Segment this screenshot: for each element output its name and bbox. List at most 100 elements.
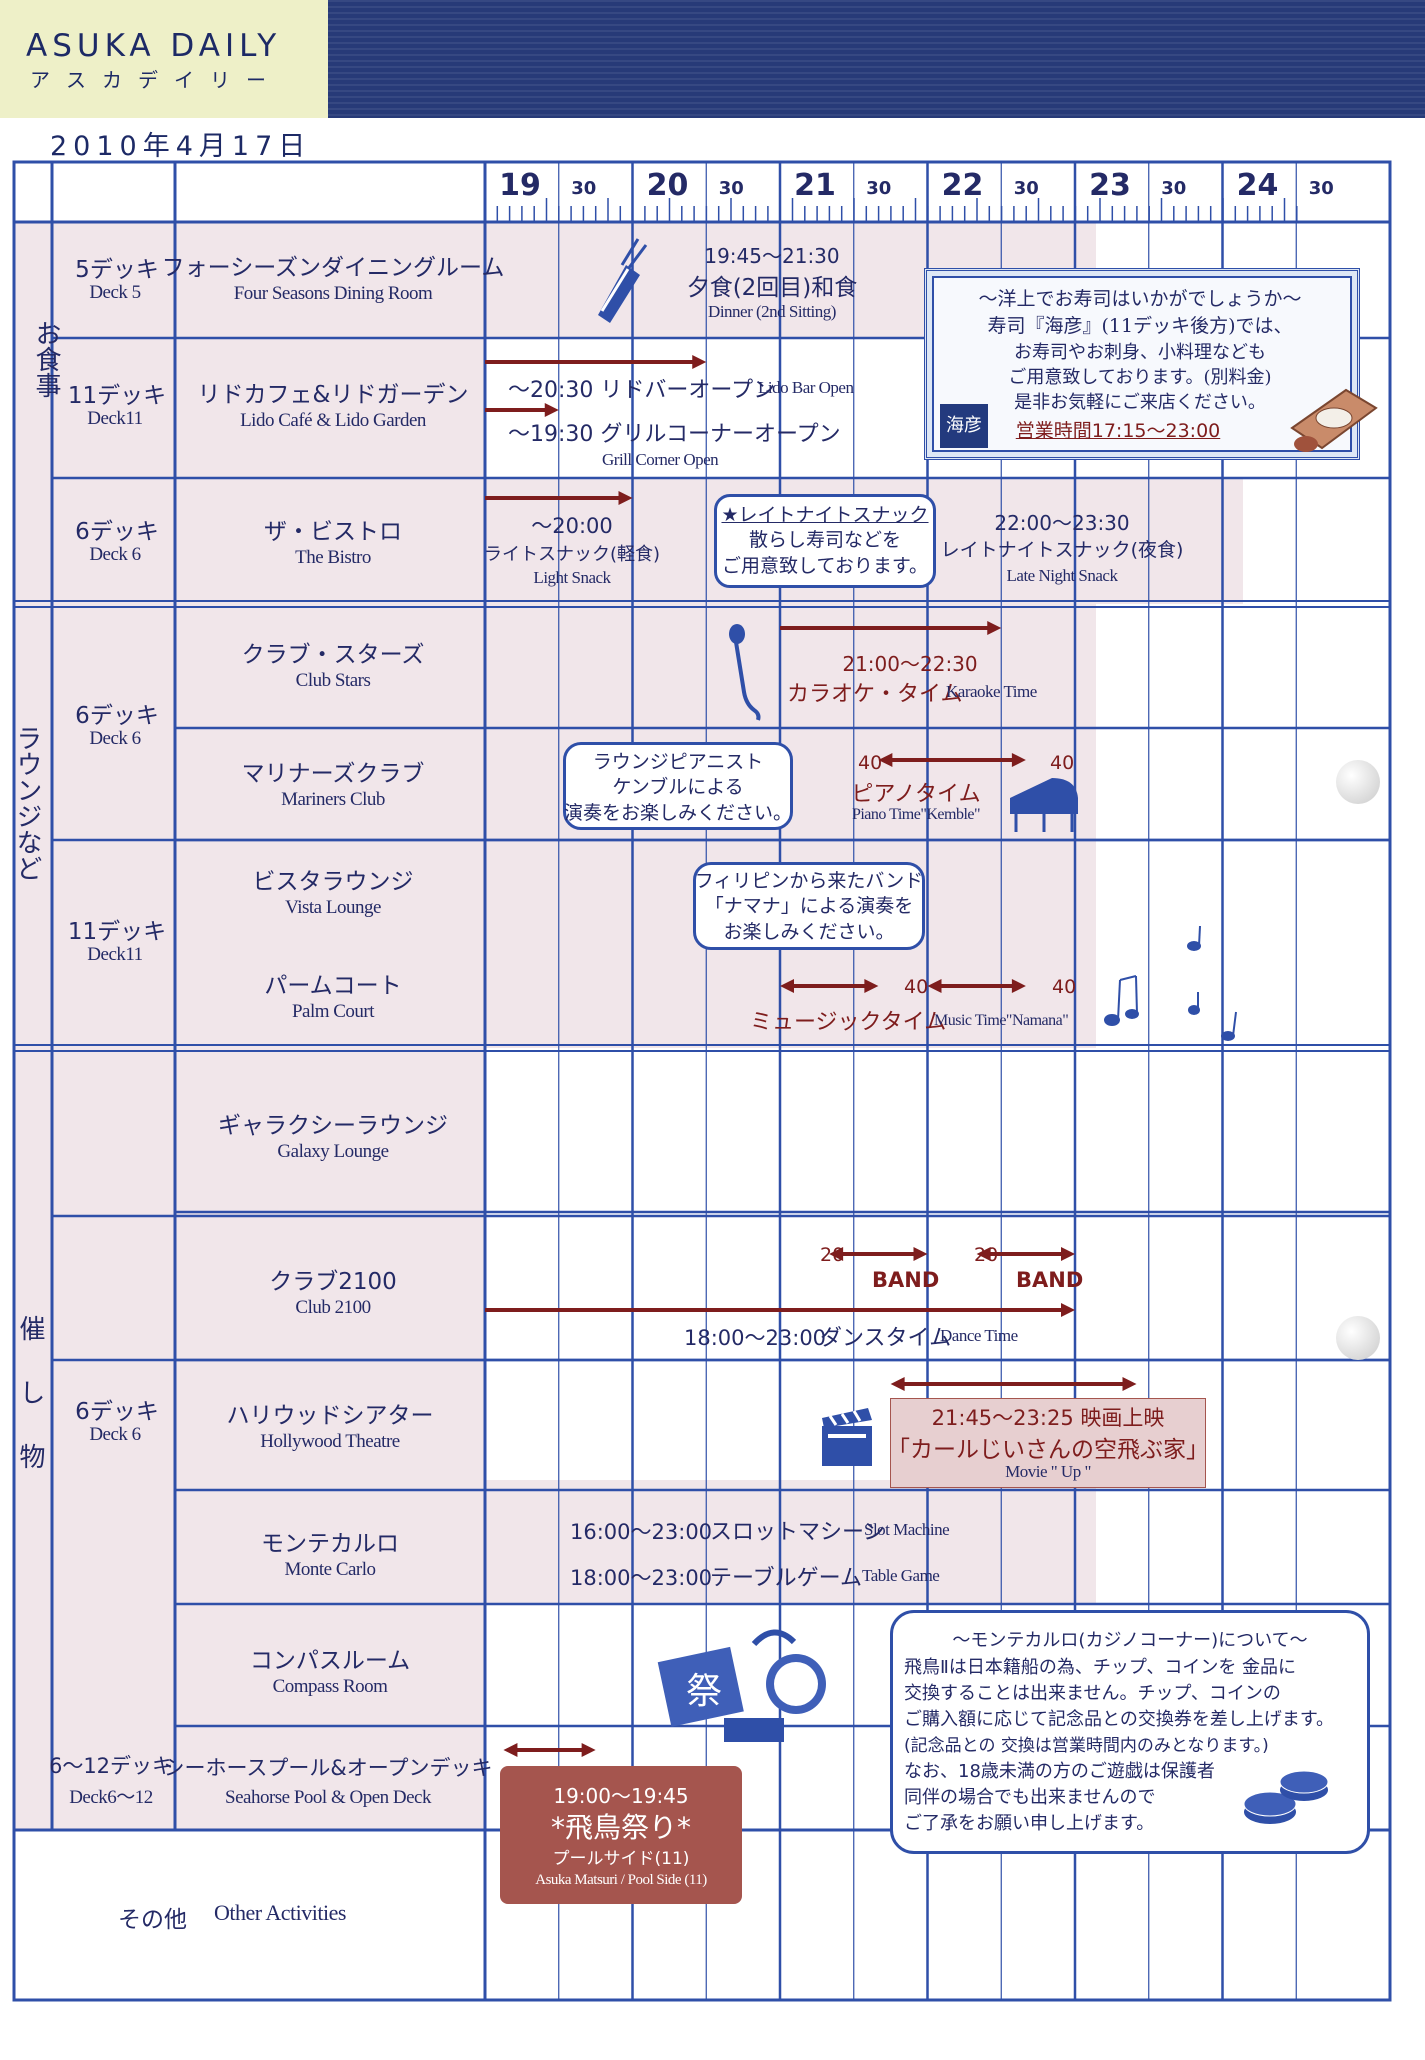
arrow-head — [780, 979, 794, 993]
venue-club-stars: クラブ・スターズ — [241, 642, 425, 668]
slot-en: Slot Machine — [864, 1520, 950, 1539]
venue-galaxy: ギャラクシーラウンジ — [218, 1113, 448, 1139]
header-banner — [328, 0, 1425, 118]
table-title: テーブルゲーム — [710, 1566, 863, 1591]
arrow-head — [927, 979, 942, 993]
venue-en: Mariners Club — [281, 789, 385, 810]
arrow-head — [1122, 1377, 1137, 1391]
dance-title: ダンスタイム — [820, 1326, 952, 1351]
venue-en: Lido Café & Lido Garden — [240, 410, 426, 431]
lido-bar-open: 〜20:30 リドバーオープン — [508, 378, 776, 403]
time-tick-label: 20 — [646, 168, 689, 203]
shade — [485, 1480, 1096, 1604]
late-snack-time: 22:00〜23:30 — [994, 511, 1130, 535]
sushi-line: お寿司やお刺身、小料理なども — [1014, 342, 1266, 363]
deck-label: 11デッキ — [67, 919, 167, 945]
dinner-time: 19:45〜21:30 — [704, 244, 840, 268]
casino-note-line: ご購入額に応じて記念品との交換券を差し上げます。 — [904, 1709, 1335, 1730]
other-activities-en: Other Activities — [214, 1900, 346, 1925]
venue-en: The Bistro — [295, 547, 371, 568]
arrow-head — [692, 355, 707, 369]
venue-en: Monte Carlo — [284, 1559, 376, 1580]
pianist-line: ラウンジピアニスト — [592, 751, 764, 773]
time-tick-label: 19 — [499, 168, 541, 203]
clapperboard-icon — [818, 1404, 876, 1470]
time-tick-label: 30 — [1308, 178, 1334, 199]
microphone-icon — [724, 622, 764, 722]
time-ticks — [484, 198, 1298, 222]
piano-en: Piano Time"Kemble" — [851, 806, 981, 823]
festival-box — [500, 1766, 742, 1904]
light-snack-time: 〜20:00 — [531, 514, 613, 538]
arrow-head — [976, 1247, 991, 1261]
karaoke-en: Karaoke Time — [946, 682, 1037, 701]
page-date: 2010年4月17日 — [50, 131, 312, 162]
sushi-promo-inner — [932, 276, 1352, 452]
piano-icon — [1006, 772, 1082, 834]
music-first-end: 40 — [904, 976, 929, 998]
festival-sign: 祭 — [686, 1671, 723, 1712]
time-tick-label: 30 — [718, 178, 744, 199]
time-arrows — [485, 355, 1137, 1757]
table-time: 18:00〜23:00 — [570, 1566, 713, 1590]
table-en: Table Game — [862, 1566, 940, 1585]
venue-four-seasons: フォーシーズンダイニングルーム — [161, 255, 505, 281]
festival-title: *飛鳥祭り* — [550, 1811, 692, 1844]
movie-time: 21:45〜23:25 映画上映 — [931, 1406, 1165, 1430]
movie-en: Movie " Up " — [1005, 1462, 1091, 1481]
deck-label-en: Deck6〜12 — [69, 1787, 153, 1808]
time-tick-label: 30 — [866, 178, 892, 199]
section-events: 催し物 — [15, 1315, 45, 1507]
piano-title: ピアノタイム — [851, 782, 981, 807]
sushi-line: 是非お気軽にご来店ください。 — [1014, 392, 1266, 413]
casino-chips-icon — [1240, 1766, 1332, 1832]
venue-hollywood: ハリウッドシアター — [226, 1403, 434, 1429]
festival-icon: 祭 — [654, 1618, 838, 1754]
band-label: BAND — [1016, 1268, 1084, 1292]
movie-box — [890, 1398, 1206, 1488]
header-brand-panel — [0, 0, 328, 118]
deck-label-en: Deck 6 — [89, 728, 141, 749]
dinner-en: Dinner (2nd Sitting) — [708, 302, 836, 321]
music-notes-icon — [1102, 920, 1252, 1050]
venue-monte-carlo: モンテカルロ — [261, 1531, 399, 1557]
venue-en: Four Seasons Dining Room — [233, 283, 433, 304]
dance-en: Dance Time — [940, 1326, 1018, 1345]
umihiko-logo: 海彦 — [940, 404, 988, 448]
venue-palm-court: パームコート — [264, 973, 402, 999]
other-activities-jp: その他 — [118, 1907, 187, 1933]
hole-punch — [1336, 760, 1380, 804]
deck-label: 5デッキ — [75, 257, 159, 283]
venue-compass: コンパスルーム — [249, 1648, 411, 1674]
arrow-head — [581, 1743, 596, 1757]
venue-en: Club Stars — [295, 670, 371, 691]
time-tick-label: 30 — [1161, 178, 1187, 199]
arrow-head — [913, 1247, 928, 1261]
shade — [14, 222, 485, 1830]
band-second-start: 20 — [974, 1244, 999, 1266]
arrow-head — [1061, 1247, 1075, 1261]
section-lounge: ラウンジなど — [12, 725, 42, 881]
grill-open: 〜19:30 グリルコーナーオープン — [508, 422, 841, 447]
sushi-plate-icon — [1286, 378, 1382, 456]
time-tick-label: 30 — [1013, 178, 1039, 199]
late-note-line: ご用意致しております。 — [722, 555, 928, 577]
brand-kana: アスカデイリー — [30, 68, 282, 92]
casino-note-title: 〜モンテカルロ(カジノコーナー)について〜 — [952, 1630, 1308, 1651]
deck-label: 6デッキ — [75, 703, 159, 729]
pianist-line: ケンブルによる — [612, 776, 744, 798]
festival-time: 19:00〜19:45 — [553, 1784, 689, 1808]
arrow-head — [544, 403, 559, 417]
deck-label-en: Deck 6 — [89, 544, 141, 565]
brand-title: ASUKA DAILY — [26, 28, 282, 64]
arrow-head — [878, 753, 893, 767]
sushi-line: 寿司『海彦』(11デッキ後方)では、 — [987, 315, 1293, 337]
arrow-head — [1061, 1303, 1075, 1317]
deck-label-en: Deck 5 — [89, 282, 141, 303]
slot-title: スロットマシーン — [710, 1520, 885, 1545]
time-tick-label: 24 — [1236, 168, 1279, 203]
venue-bistro: ザ・ビストロ — [264, 519, 402, 545]
arrow-head — [1011, 753, 1026, 767]
venue-en: Palm Court — [291, 1001, 375, 1022]
deck-label: 6〜12デッキ — [48, 1754, 174, 1778]
